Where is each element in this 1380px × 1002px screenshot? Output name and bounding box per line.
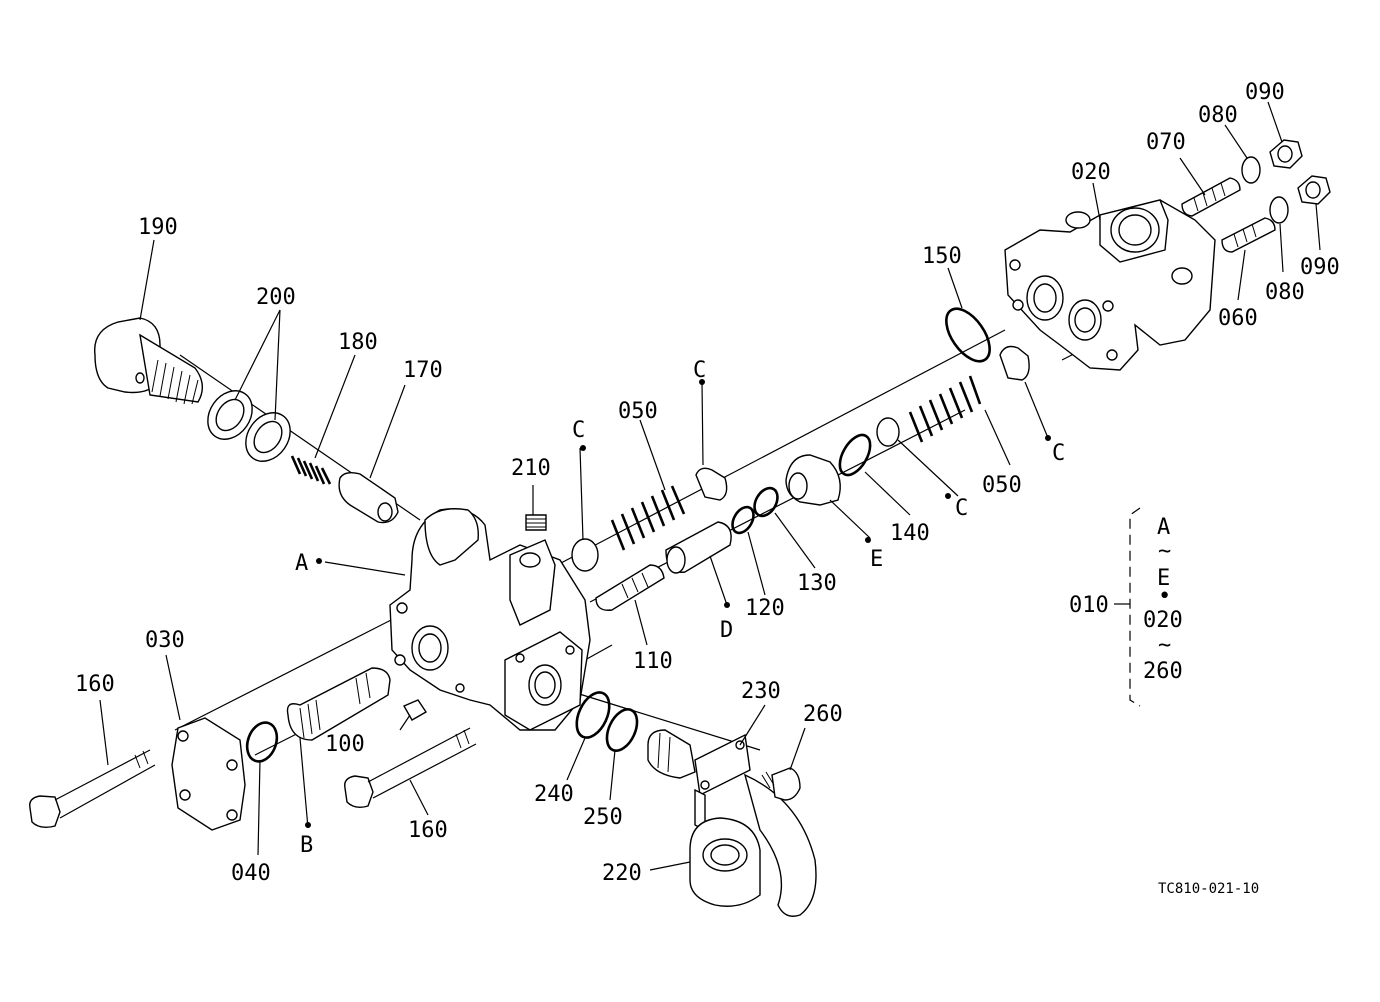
part-190-hollow-bolt <box>94 317 203 405</box>
label-140: 140 <box>890 521 930 546</box>
label-040: 040 <box>231 861 271 886</box>
label-220: 220 <box>602 861 642 886</box>
label-240: 240 <box>534 782 574 807</box>
part-number-labels: 190 200 180 170 210 050 150 020 070 080 … <box>75 80 1340 886</box>
part-240-o-ring <box>575 691 611 739</box>
label-020: 020 <box>1071 160 1111 185</box>
label-160-left: 160 <box>75 672 115 697</box>
part-160-bolt-center <box>344 727 477 809</box>
label-070: 070 <box>1146 130 1186 155</box>
letter-b: B <box>300 833 313 858</box>
bracket-tilde-2: ~ <box>1158 633 1171 658</box>
part-250-o-ring <box>605 708 639 752</box>
part-110-spool <box>595 564 665 611</box>
bracket-code: 020 <box>1143 608 1183 633</box>
part-050-spring-left <box>610 485 686 551</box>
bracket-top: A <box>1157 515 1170 540</box>
label-170: 170 <box>403 358 443 383</box>
label-050-right: 050 <box>982 473 1022 498</box>
bracket-bottom: 260 <box>1143 659 1183 684</box>
part-170-piston <box>338 471 399 524</box>
assembly-bracket <box>1114 507 1141 707</box>
part-200-washers <box>207 390 291 462</box>
label-150: 150 <box>922 244 962 269</box>
part-100-plug <box>403 699 427 721</box>
part-060-stud <box>1221 217 1276 253</box>
part-150-o-ring <box>945 307 991 363</box>
label-180: 180 <box>338 330 378 355</box>
letter-e: E <box>870 547 883 572</box>
label-110: 110 <box>633 649 673 674</box>
letter-d: D <box>720 618 733 643</box>
part-210-plug <box>525 514 547 531</box>
label-200: 200 <box>256 285 296 310</box>
label-080-bottom: 080 <box>1265 280 1305 305</box>
part-b-spool <box>286 667 391 741</box>
bracket-sep: • <box>1158 584 1171 609</box>
reference-dots <box>305 379 1051 828</box>
part-160-bolt-left <box>29 749 156 829</box>
label-090-bottom: 090 <box>1300 255 1340 280</box>
letter-labels: A C C C C D E B <box>295 358 1065 858</box>
assembly-bracket-labels: A ~ E • 020 ~ 260 <box>1143 515 1183 684</box>
label-250: 250 <box>583 805 623 830</box>
part-020-body <box>1004 199 1216 371</box>
label-080-top: 080 <box>1198 103 1238 128</box>
part-140-o-ring <box>838 433 872 477</box>
part-c-seat-1 <box>571 538 599 572</box>
label-030: 030 <box>145 628 185 653</box>
part-090-nut-bottom <box>1297 175 1331 205</box>
part-230-flange <box>694 733 751 797</box>
part-e-plug <box>785 454 841 506</box>
part-d-sleeve <box>665 521 732 574</box>
part-180-spring <box>290 455 332 485</box>
bracket-tilde-1: ~ <box>1158 539 1171 564</box>
label-190: 190 <box>138 215 178 240</box>
label-100: 100 <box>325 732 365 757</box>
part-050-spring-right <box>908 375 982 443</box>
label-130: 130 <box>797 571 837 596</box>
axis-lines <box>174 324 1131 756</box>
label-010: 010 <box>1069 593 1109 618</box>
part-pipe-fitting <box>647 729 696 779</box>
part-c-seat-3 <box>876 417 900 447</box>
part-c-seat-4 <box>999 345 1030 381</box>
part-040-o-ring <box>245 721 279 763</box>
main-valve-body <box>389 508 591 731</box>
label-leaders <box>99 101 1321 871</box>
label-210: 210 <box>511 456 551 481</box>
letter-c-3: C <box>955 496 968 521</box>
letter-c-4: C <box>1052 441 1065 466</box>
label-160-center: 160 <box>408 818 448 843</box>
label-120: 120 <box>745 596 785 621</box>
part-120-o-ring <box>731 505 755 535</box>
label-260: 260 <box>803 702 843 727</box>
part-c-seat-2 <box>695 467 728 501</box>
part-030-cover <box>171 717 246 831</box>
part-090-nut-top <box>1269 139 1303 169</box>
letter-a: A <box>295 551 308 576</box>
part-080-washer-top <box>1241 156 1261 184</box>
bracket-mid: E <box>1157 566 1170 591</box>
drawing-reference-code: TC810-021-10 <box>1158 881 1259 897</box>
part-260-bolt <box>761 767 801 801</box>
label-050-left: 050 <box>618 399 658 424</box>
label-090-top: 090 <box>1245 80 1285 105</box>
part-070-stud <box>1181 177 1241 217</box>
part-080-washer-bottom <box>1269 196 1289 224</box>
part-130-ring <box>753 486 779 518</box>
label-230: 230 <box>741 679 781 704</box>
part-220-pipe-fitting <box>689 773 817 917</box>
letter-c-2: C <box>693 358 706 383</box>
letter-c-1: C <box>572 418 585 443</box>
label-060: 060 <box>1218 306 1258 331</box>
